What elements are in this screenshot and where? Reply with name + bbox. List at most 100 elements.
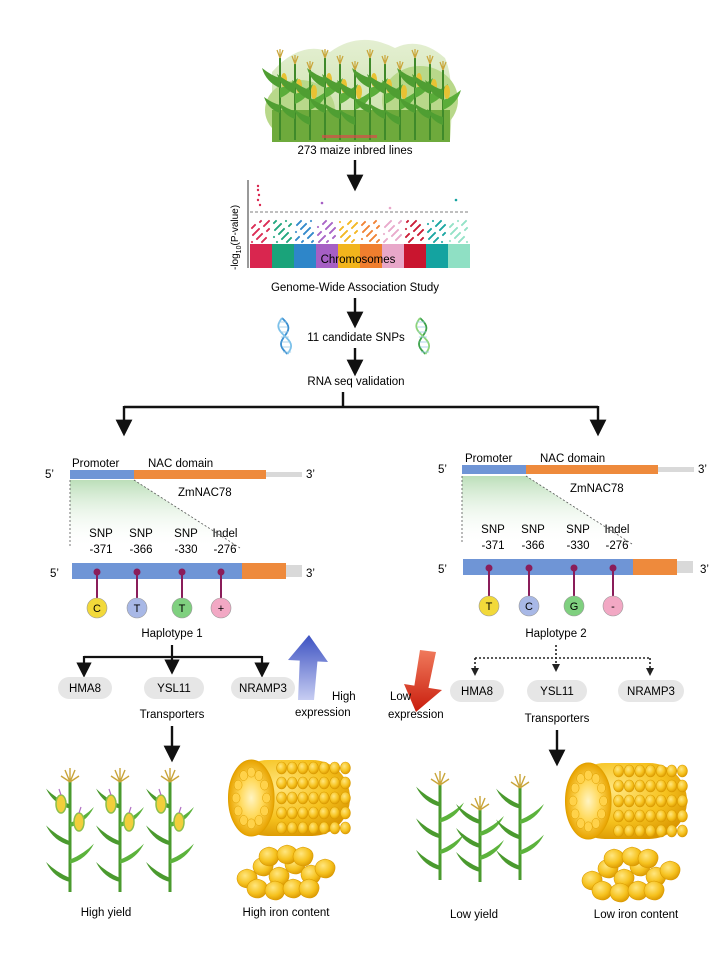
nac-bar xyxy=(526,465,658,474)
up-arrow-icon xyxy=(288,635,328,700)
gene-label-nac: NAC domain xyxy=(148,458,213,470)
promoter-bar xyxy=(462,465,526,474)
variant-position-label: -276 xyxy=(605,540,628,552)
variant-type-label: SNP xyxy=(129,528,153,540)
three-prime-label: 3’ xyxy=(306,469,315,481)
rnaseq-caption: RNA seq validation xyxy=(307,376,404,388)
transporter-ysl11: YSL11 xyxy=(540,686,574,698)
five-prime-label: 5’ xyxy=(45,469,54,481)
manhattan-plot: -log10(P-value) Chromosomes xyxy=(230,180,470,270)
promoter-zoom-bar xyxy=(72,563,242,579)
allele-circle xyxy=(126,597,148,619)
allele-circle xyxy=(86,597,108,619)
transporter-hma8: HMA8 xyxy=(461,686,493,698)
manhattan-y-label: -log10(P-value) xyxy=(230,205,243,270)
allele-label: + xyxy=(218,603,224,615)
transporter-ysl11: YSL11 xyxy=(157,683,191,695)
expression-high-line2: expression xyxy=(295,707,351,719)
variant-type-label: Indel xyxy=(605,524,630,536)
promoter-zoom-nac xyxy=(633,559,677,575)
allele-label: T xyxy=(134,603,141,615)
transporter-nramp3: NRAMP3 xyxy=(239,683,287,695)
gwas-caption: Genome-Wide Association Study xyxy=(271,282,439,294)
zoom-region xyxy=(462,476,632,544)
transporter-pill xyxy=(58,677,112,699)
maize-kernels-illustration xyxy=(581,846,681,903)
allele-label: - xyxy=(611,601,615,613)
transporters-caption: Transporters xyxy=(140,709,205,721)
variant-type-label: SNP xyxy=(481,524,505,536)
maize-plants-illustration xyxy=(416,771,544,882)
haplotype1-label: Haplotype 1 xyxy=(141,628,202,640)
yield-label: Low yield xyxy=(450,909,498,921)
dna-right-icon xyxy=(415,317,431,355)
three-prime-label: 3’ xyxy=(700,564,709,576)
allele-label: G xyxy=(570,601,579,613)
promoter-bar xyxy=(70,470,134,479)
expression-low-line2: expression xyxy=(388,709,444,721)
haplotype2-panel: Promoter NAC domain 5’ 3’ ZmNAC78 SNP -37… xyxy=(388,453,709,921)
allele-label: T xyxy=(179,603,186,615)
transporter-pill xyxy=(527,680,587,702)
variant-type-label: SNP xyxy=(174,528,198,540)
expression-high-line1: High xyxy=(332,691,356,703)
transporter-pill xyxy=(231,677,295,699)
snp-caption: 11 candidate SNPs xyxy=(307,332,405,344)
variant-position-label: -371 xyxy=(89,544,112,556)
maize-kernels-illustration xyxy=(236,844,336,901)
haplotype1-panel: Promoter NAC domain 5’ 3’ ZmNAC78 SNP -37… xyxy=(45,458,356,919)
allele-circle xyxy=(171,597,193,619)
allele-label: T xyxy=(486,601,493,613)
transporter-pill xyxy=(618,680,684,702)
maize-cob-illustration xyxy=(564,762,688,840)
three-prime-label: 3’ xyxy=(306,568,315,580)
transporter-nramp3: NRAMP3 xyxy=(627,686,675,698)
promoter-zoom-nac xyxy=(242,563,286,579)
five-prime-label: 5’ xyxy=(438,564,447,576)
field-caption: 273 maize inbred lines xyxy=(297,145,412,157)
split-arrows xyxy=(115,392,607,437)
allele-circle xyxy=(210,597,232,619)
haplotype2-label: Haplotype 2 xyxy=(525,628,586,640)
gene-label-promoter: Promoter xyxy=(465,453,512,465)
down-arrow-icon xyxy=(404,650,442,712)
variant-position-label: -371 xyxy=(481,540,504,552)
variant-position-label: -330 xyxy=(174,544,197,556)
allele-label: C xyxy=(93,603,101,615)
maize-field-illustration xyxy=(262,39,461,142)
allele-label: C xyxy=(525,601,533,613)
expression-low-line1: Low xyxy=(390,691,412,703)
allele-circle xyxy=(563,595,585,617)
gene-name: ZmNAC78 xyxy=(570,483,624,495)
promoter-zoom-bar xyxy=(463,559,633,575)
dna-left-icon xyxy=(277,317,293,355)
yield-label: High yield xyxy=(81,907,132,919)
maize-cob-illustration xyxy=(227,759,351,837)
iron-label: Low iron content xyxy=(594,909,679,921)
nac-bar xyxy=(134,470,266,479)
transporter-hma8: HMA8 xyxy=(69,683,101,695)
variant-type-label: SNP xyxy=(521,524,545,536)
gene-label-nac: NAC domain xyxy=(540,453,605,465)
five-prime-label: 5’ xyxy=(50,568,59,580)
allele-circle xyxy=(478,595,500,617)
variant-position-label: -330 xyxy=(566,540,589,552)
zoom-region xyxy=(70,480,240,548)
transporter-pill xyxy=(144,677,204,699)
variant-type-label: Indel xyxy=(213,528,238,540)
transporters-caption: Transporters xyxy=(525,713,590,725)
gene-label-promoter: Promoter xyxy=(72,458,119,470)
variant-position-label: -366 xyxy=(521,540,544,552)
allele-circle xyxy=(518,595,540,617)
variant-type-label: SNP xyxy=(89,528,113,540)
gene-name: ZmNAC78 xyxy=(178,487,232,499)
manhattan-x-label: Chromosomes xyxy=(321,254,396,266)
five-prime-label: 5’ xyxy=(438,464,447,476)
allele-circle xyxy=(602,595,624,617)
maize-plants-illustration xyxy=(46,768,194,892)
variant-type-label: SNP xyxy=(566,524,590,536)
three-prime-label: 3’ xyxy=(698,464,707,476)
iron-label: High iron content xyxy=(243,907,331,919)
variant-position-label: -366 xyxy=(129,544,152,556)
variant-position-label: -276 xyxy=(213,544,236,556)
